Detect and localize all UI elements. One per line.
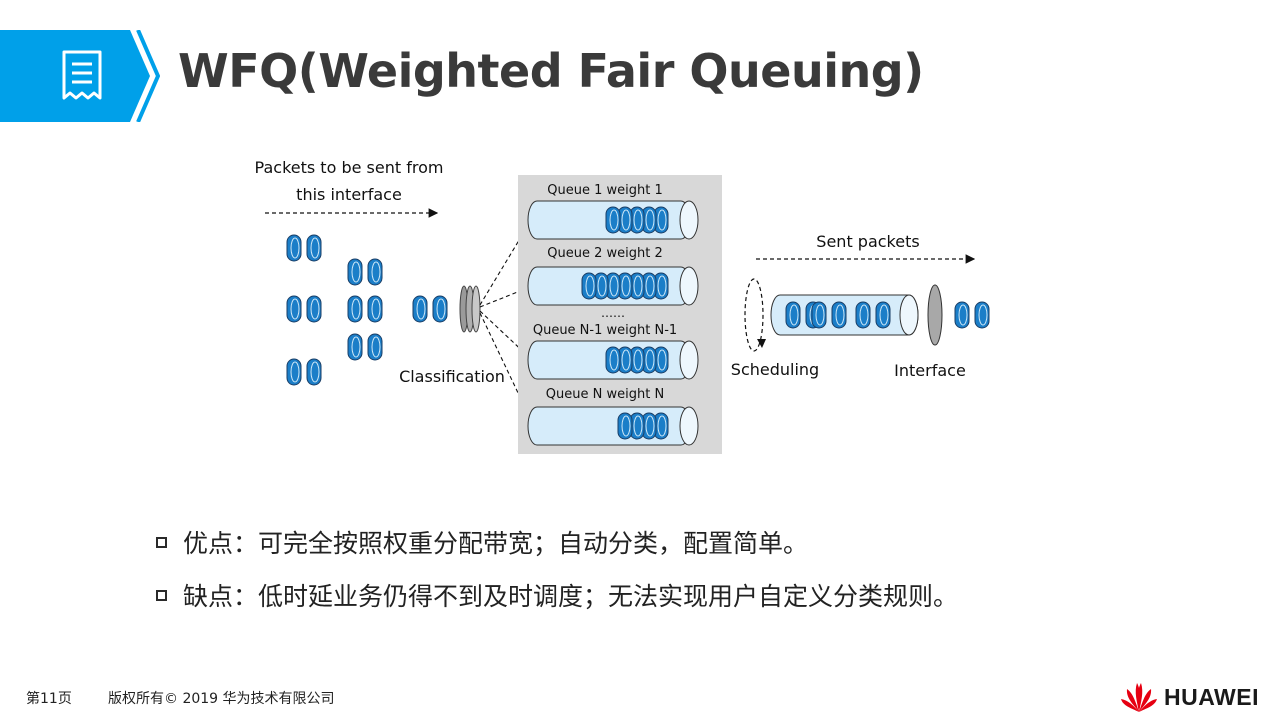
queue-2: Queue 2 weight 2 [527,246,699,306]
packet-icon [286,358,302,386]
bullet-text-disadvantages: 缺点：低时延业务仍得不到及时调度；无法实现用户自定义分类规则。 [183,582,959,611]
brand-name: HUAWEI [1164,683,1259,710]
queue-label: Queue N weight N [546,387,664,402]
packet-icon [306,234,322,262]
packet-icon [617,272,633,300]
packet-icon [286,234,302,262]
packet-icon [347,258,363,286]
packet-icon [629,412,645,440]
packet-icon [875,301,891,329]
title-banner [0,30,160,122]
packet-icon [286,295,302,323]
packet-icon [347,295,363,323]
packet-icon [831,301,847,329]
packet-icon [641,346,657,374]
queues-ellipsis: …… [601,306,625,320]
packet-icon [617,206,633,234]
packet-icon [605,272,621,300]
queue-tube-end [679,406,699,446]
queue-tube-end [679,340,699,380]
packet-icon [785,301,801,329]
packet-icon [954,301,970,329]
packet-icon [581,272,597,300]
bullet-disadvantages: 缺点：低时延业务仍得不到及时调度；无法实现用户自定义分类规则。 [156,575,958,615]
packet-icon [811,301,827,329]
bullet-square-icon [156,536,167,548]
document-icon [62,50,102,100]
bullet-advantages: 优点：可完全按照权重分配带宽；自动分类，配置简单。 [156,522,958,562]
packet-icon [617,412,633,440]
packet-icon [367,258,383,286]
huawei-logo: HUAWEI [1120,680,1259,714]
packet-icon [306,358,322,386]
queue-tube-end [679,266,699,306]
scheduling-label: Scheduling [731,360,819,379]
interface-icon [927,284,943,346]
queue-3: Queue N-1 weight N-1 [527,323,699,380]
incoming-label-line2: this interface [296,185,402,204]
classifier-icon [459,285,481,333]
queue-label: Queue N-1 weight N-1 [533,323,677,338]
packet-icon [367,333,383,361]
packet-icon [629,346,645,374]
transmitted-packets [954,301,990,329]
packet-icon [593,272,609,300]
page-number: 第11页 [26,691,72,707]
wfq-diagram: Packets to be sent from this interface C… [255,158,990,454]
bullet-square-icon [156,589,167,601]
page-title: WFQ(Weighted Fair Queuing) [178,44,924,98]
interface-label: Interface [894,361,966,380]
packet-icon [306,295,322,323]
incoming-packets [286,234,448,386]
bullet-list: 优点：可完全按照权重分配带宽；自动分类，配置简单。 缺点：低时延业务仍得不到及时… [156,522,958,628]
packet-icon [432,295,448,323]
packet-icon [367,295,383,323]
output-queue [770,294,919,336]
packet-icon [347,333,363,361]
packet-icon [412,295,428,323]
packet-icon [855,301,871,329]
bullet-text-advantages: 优点：可完全按照权重分配带宽；自动分类，配置简单。 [183,529,809,558]
packet-icon [974,301,990,329]
packet-icon [641,206,657,234]
queue-label: Queue 1 weight 1 [547,183,662,198]
incoming-label-line1: Packets to be sent from [255,158,444,177]
queues: Queue 1 weight 1 Queue 2 weight 2 Queue N-… [527,183,699,446]
copyright: 版权所有© 2019 华为技术有限公司 [108,691,335,707]
output-tube-end [899,294,919,336]
queue-tube-end [679,200,699,240]
packet-icon [605,346,621,374]
sent-packets-label: Sent packets [816,232,919,251]
huawei-flower-icon [1121,683,1157,712]
scheduling-icon [744,278,766,352]
queue-label: Queue 2 weight 2 [547,246,662,261]
packet-icon [605,206,621,234]
packet-icon [653,272,669,300]
classification-label: Classification [399,367,505,386]
queue-1: Queue 1 weight 1 [527,183,699,240]
queue-4: Queue N weight N [527,387,699,446]
